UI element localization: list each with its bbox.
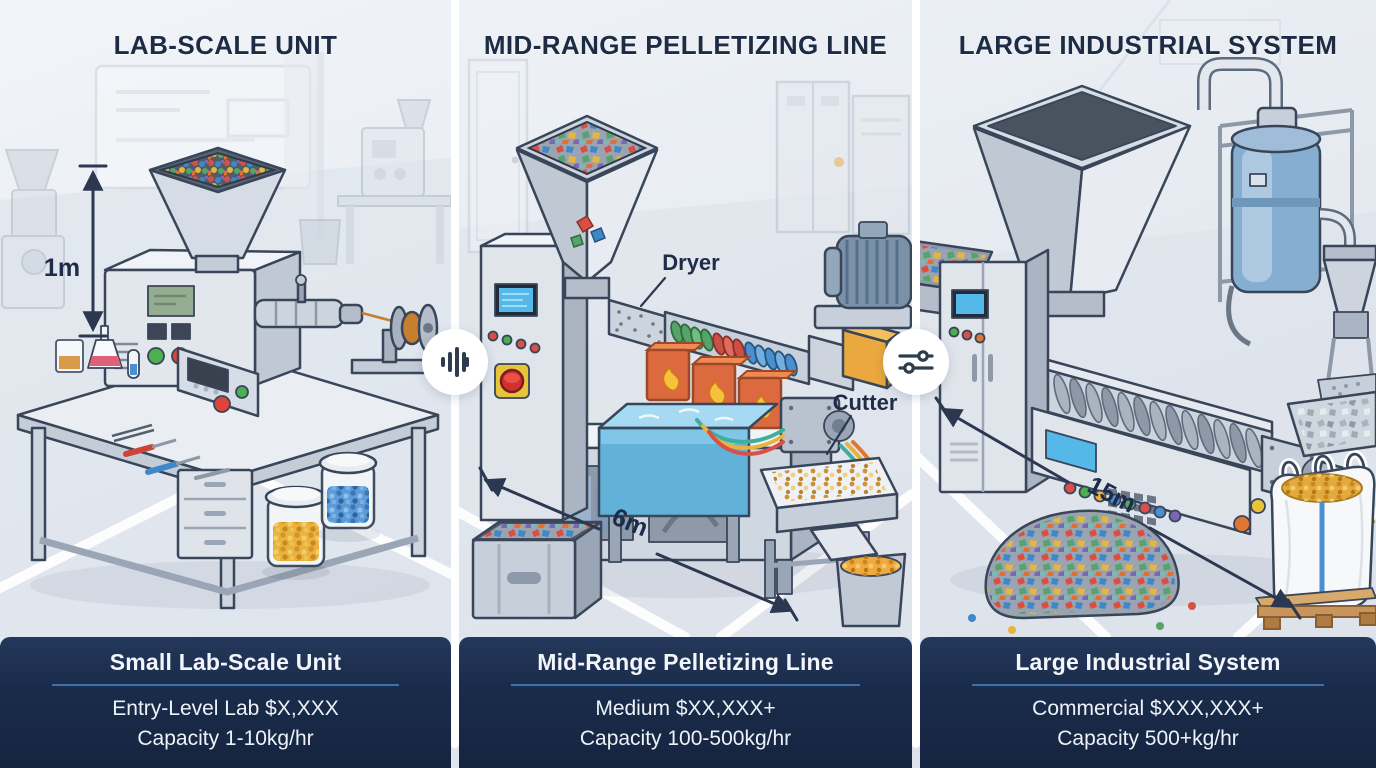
divider-button-equalizer[interactable] [422, 329, 488, 395]
drawer-unit [176, 468, 254, 560]
background-pillar [284, 52, 324, 238]
panel-title-mid-range: MID-RANGE PELLETIZING LINE [483, 30, 888, 60]
dimension-label-1m: 1m [44, 254, 80, 282]
pellet-jar-blue [316, 451, 380, 542]
cutter-label: Cutter [833, 390, 898, 415]
info-price-line: Medium $XX,XXX+ [595, 697, 776, 720]
green-button [147, 347, 165, 365]
lab-glassware [55, 325, 140, 379]
drying-silo-system [1197, 57, 1356, 347]
info-capacity-line: Capacity 500+kg/hr [1057, 726, 1239, 750]
panel-mid-range: MID-RANGE PELLETIZING LINE [459, 0, 912, 768]
info-rule [972, 684, 1324, 686]
info-rule [51, 684, 400, 686]
flake-hopper [515, 114, 659, 300]
extruder-disc-rail [663, 310, 811, 386]
shredded-material-tray [1286, 390, 1376, 458]
height-dimension: 1m [44, 164, 108, 338]
pellet-hopper [148, 146, 287, 274]
main-hopper [972, 84, 1192, 318]
info-card-large-industrial: Large Industrial System Commercial $XXX,… [920, 637, 1376, 768]
sliders-icon [898, 350, 934, 374]
mid-range-illustration: Dryer Cutter 6m [459, 58, 912, 637]
panel-lab-scale: LAB-SCALE UNIT [0, 0, 451, 768]
info-capacity-line: Capacity 1-10kg/hr [137, 726, 314, 750]
info-card-mid-range: Mid-Range Pelletizing Line Medium $XX,XX… [459, 637, 912, 768]
info-heading: Mid-Range Pelletizing Line [537, 649, 834, 675]
panel-title-lab-scale: LAB-SCALE UNIT [113, 30, 338, 60]
info-price-line: Entry-Level Lab $X,XXX [112, 697, 339, 720]
hand-tools [111, 423, 230, 480]
cutter-station [759, 456, 907, 628]
large-industrial-illustration: 15m [920, 0, 1376, 637]
background-wall-lines [1098, 0, 1281, 91]
info-price-line: Commercial $XXX,XXX+ [1032, 697, 1264, 720]
info-capacity-line: Capacity 100-500kg/hr [579, 726, 792, 750]
panel-title-large-industrial: LARGE INDUSTRIAL SYSTEM [958, 30, 1338, 60]
equalizer-icon [441, 347, 469, 377]
green-display-screen [147, 285, 195, 317]
length-dimension: 6m [478, 466, 799, 622]
pellet-pile [968, 509, 1196, 634]
industrial-extruder [1030, 358, 1274, 536]
background-bench-machine [298, 99, 451, 265]
divider-button-sliders[interactable] [883, 329, 949, 395]
background-grinder-machine [1, 149, 65, 309]
panel-large-industrial: LARGE INDUSTRIAL SYSTEM [920, 0, 1376, 768]
lab-scale-illustration: 1m [0, 52, 451, 637]
info-heading: Large Industrial System [1015, 649, 1281, 675]
pellet-jar-yellow [262, 485, 330, 580]
info-card-lab-scale: Small Lab-Scale Unit Entry-Level Lab $X,… [0, 637, 451, 768]
background-cabinets [775, 80, 911, 236]
pellet-bin [471, 520, 603, 620]
console-buttons [1063, 481, 1266, 533]
bagging-station [1255, 434, 1376, 630]
info-rule [511, 684, 860, 686]
dryer-label: Dryer [662, 250, 720, 275]
machine-callouts: Dryer Cutter [639, 250, 898, 456]
operator-console [1030, 406, 1252, 536]
info-heading: Small Lab-Scale Unit [109, 649, 342, 675]
extruder-barrel [253, 274, 364, 329]
